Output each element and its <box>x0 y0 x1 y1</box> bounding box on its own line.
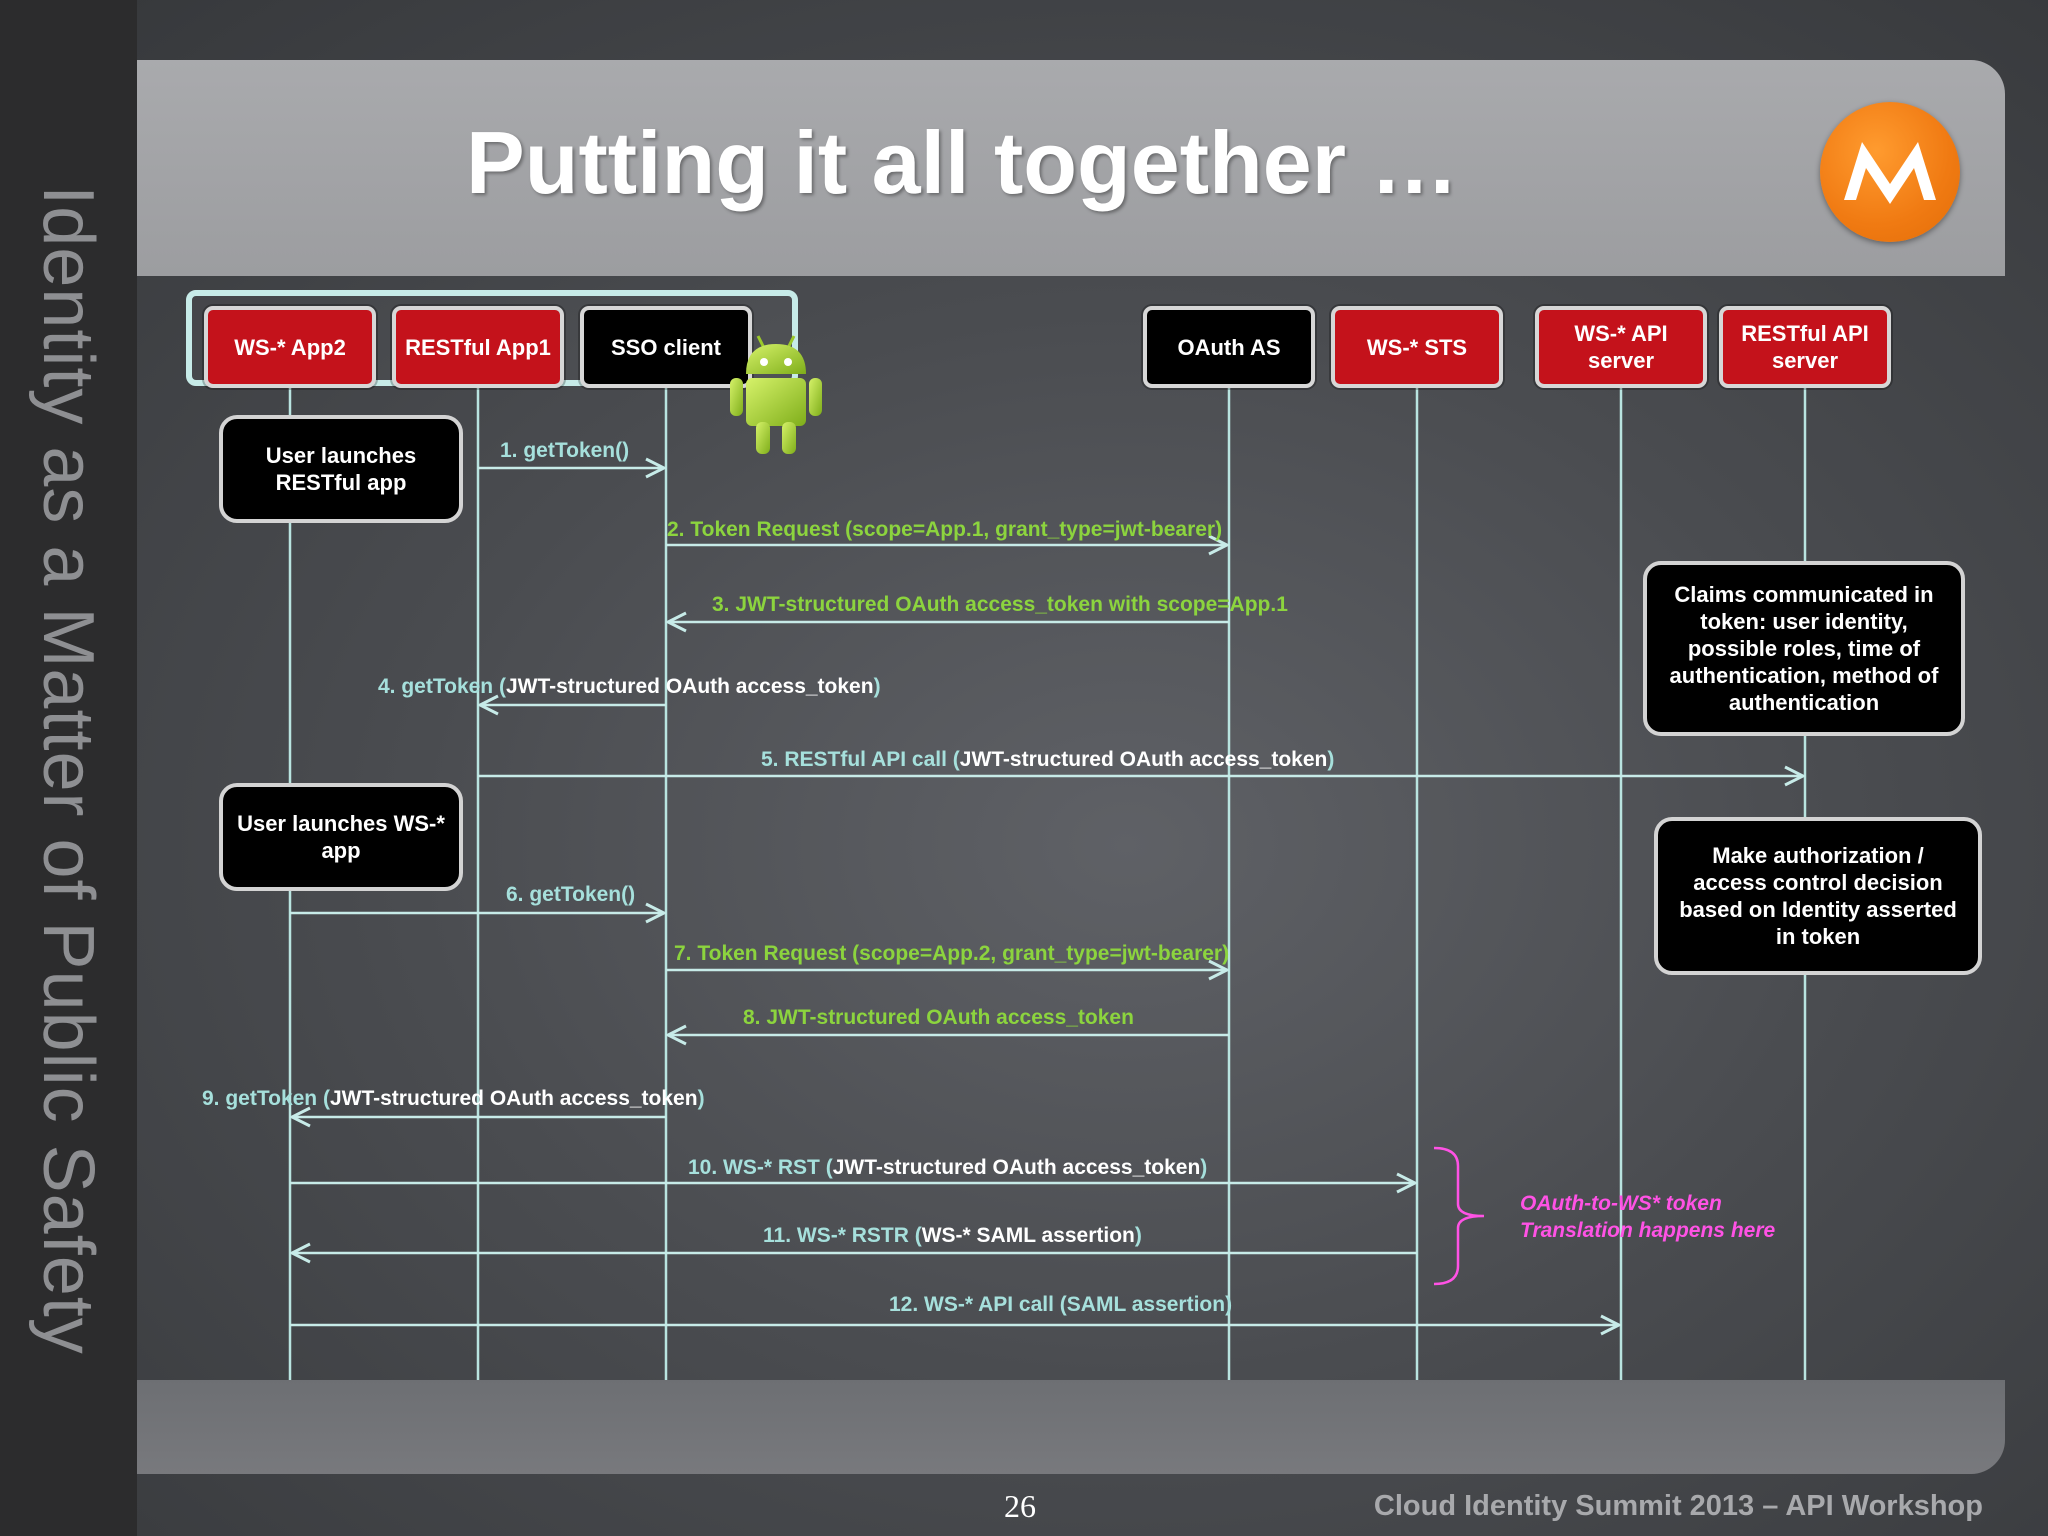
message-11: 11. WS-* RSTR (WS-* SAML assertion) <box>763 1224 1142 1247</box>
message-3: 3. JWT-structured OAuth access_token wit… <box>712 593 1288 616</box>
translation-annotation-line1: OAuth-to-WS* token <box>1520 1192 1722 1215</box>
message-8: 8. JWT-structured OAuth access_token <box>743 1006 1134 1029</box>
message-6: 6. getToken() <box>506 883 636 906</box>
message-4: 4. getToken (JWT-structured OAuth access… <box>378 675 881 698</box>
header-band <box>137 60 2005 276</box>
message-2: 2. Token Request (scope=App.1, grant_typ… <box>667 518 1223 541</box>
android-robot-icon <box>728 330 824 462</box>
note-user-launches-restful: User launches RESTful app <box>219 415 463 523</box>
actor-oauth-as: OAuth AS <box>1143 306 1315 388</box>
message-10: 10. WS-* RST (JWT-structured OAuth acces… <box>688 1156 1208 1179</box>
sidebar: Identity as a Matter of Public Safety <box>0 0 137 1536</box>
translation-annotation: OAuth-to-WS* token Translation happens h… <box>1520 1190 1775 1244</box>
actor-ws-api-server: WS-* API server <box>1535 306 1707 388</box>
note-user-launches-ws: User launches WS-* app <box>219 783 463 891</box>
note-authorization: Make authorization / access control deci… <box>1654 817 1982 975</box>
note-claims: Claims communicated in token: user ident… <box>1643 561 1965 736</box>
actor-ws-sts: WS-* STS <box>1331 306 1503 388</box>
message-7: 7. Token Request (scope=App.2, grant_typ… <box>674 942 1230 965</box>
message-1: 1. getToken() <box>500 439 630 462</box>
footer-event-title: Cloud Identity Summit 2013 – API Worksho… <box>1373 1490 1983 1522</box>
actor-restful-api-server: RESTful API server <box>1719 306 1891 388</box>
slide-title: Putting it all together … <box>466 113 1459 212</box>
translation-annotation-line2: Translation happens here <box>1520 1219 1776 1242</box>
footer-band <box>137 1380 2005 1474</box>
translation-brace <box>1433 1146 1485 1286</box>
actor-restful-app1: RESTful App1 <box>392 306 564 388</box>
actor-ws-app2: WS-* App2 <box>204 306 376 388</box>
message-9: 9. getToken (JWT-structured OAuth access… <box>202 1087 705 1110</box>
motorola-logo-icon <box>1820 102 1960 242</box>
message-5: 5. RESTful API call (JWT-structured OAut… <box>761 748 1335 771</box>
page-number: 26 <box>1004 1488 1036 1524</box>
message-12: 12. WS-* API call (SAML assertion) <box>889 1293 1233 1316</box>
actor-sso-client: SSO client <box>580 306 752 388</box>
